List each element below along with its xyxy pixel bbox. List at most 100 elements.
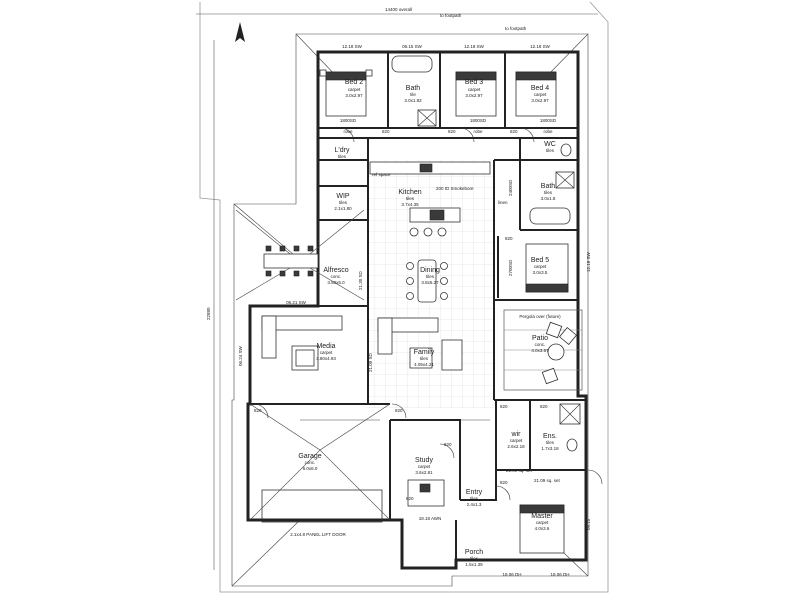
range-label: 200 ID Smokebore	[436, 186, 474, 191]
patio-name: Patio	[532, 335, 548, 342]
family-name: Family	[414, 349, 435, 356]
door-label: 820	[505, 236, 513, 241]
window-label: 06.24 SW	[238, 345, 243, 366]
footpath-note: to footpath	[505, 26, 527, 31]
family-size: 4.05x4.21	[414, 362, 434, 367]
study-chair	[419, 483, 431, 493]
window-label: 18.06 DH	[550, 572, 569, 577]
door-label: 820	[500, 480, 508, 485]
robe-label: robe	[473, 129, 483, 134]
bath-tub	[391, 55, 433, 73]
door-label: 820	[382, 129, 390, 134]
site-boundary	[199, 1, 609, 593]
pantry-door-label: 2400SD	[508, 179, 513, 196]
bed2-name: Bed 2	[345, 79, 363, 86]
robe-door-label: 1800SD	[540, 118, 557, 123]
north-arrow-icon	[235, 22, 245, 42]
room-wc: WC tiles	[544, 141, 556, 153]
cooktop-icon	[429, 209, 445, 221]
bed5-furniture	[525, 243, 569, 293]
door-swings	[253, 127, 603, 501]
room-garage: Garage conc. 6.0x6.0	[298, 453, 321, 471]
top-boundary-note: to footpath	[440, 13, 462, 18]
media-size: 3.80x4.93	[316, 356, 336, 361]
door-label: 820	[500, 404, 508, 409]
dining-size: 3.8x5.27	[421, 280, 439, 285]
bath2-shower-cross	[555, 171, 575, 189]
window-label: 12.18 SW	[342, 44, 363, 49]
bath-name: Bath	[406, 85, 421, 92]
ens-finish: tiles	[546, 440, 555, 445]
media-name: Media	[316, 343, 335, 350]
window-label: 09.15	[586, 518, 591, 530]
room-ldry: L'dry tiles	[335, 147, 350, 159]
patio-note: Pergola over (future)	[519, 314, 561, 319]
bed3-furniture	[455, 71, 497, 117]
room-entry: Entry tiles 2.4x1.3	[466, 489, 483, 507]
bed4-finish: carpet	[534, 92, 547, 97]
room-bath2: Bath tiles 3.0x1.8	[541, 183, 556, 201]
door-label: 820	[444, 442, 452, 447]
sink-icon	[419, 163, 433, 173]
overall-width-label: 14400 overall	[385, 7, 412, 12]
room-patio: Pergola over (future) Patio conc. 4.0x3.…	[519, 314, 561, 353]
alfresco-name: Alfresco	[323, 267, 348, 274]
patio-set	[541, 321, 578, 385]
bath-shower-cross	[417, 109, 437, 127]
bed2-size: 3.0x2.97	[345, 93, 363, 98]
garage-name: Garage	[298, 453, 321, 460]
master-size: 4.0x3.6	[535, 526, 550, 531]
fridge-label: ref space	[372, 172, 391, 177]
window-label: 06.21 SW	[286, 300, 307, 305]
window-label: 12.18 SW	[464, 44, 485, 49]
media-finish: carpet	[320, 350, 333, 355]
alfresco-size: 3.50x5.0	[327, 280, 345, 285]
bed5-finish: carpet	[534, 264, 547, 269]
kitchen-size: 3.7x4.35	[401, 202, 419, 207]
bed4-name: Bed 4	[531, 85, 549, 92]
room-porch: Porch tiles 1.5x1.39	[465, 549, 483, 567]
room-media: Media carpet 3.80x4.93	[316, 343, 336, 361]
bed2-furniture	[319, 69, 373, 117]
window-label: 06.15 SW	[402, 44, 423, 49]
robe-label: robe	[543, 129, 553, 134]
window-label: 12.18 SW	[530, 44, 551, 49]
window-label: 18.06 DH	[502, 572, 521, 577]
ens-size: 1.7x3.18	[541, 446, 559, 451]
room-bed4: Bed 4 carpet 3.0x2.97	[531, 85, 549, 103]
porch-finish: tiles	[470, 556, 479, 561]
entry-finish: tiles	[470, 496, 479, 501]
wc-name: WC	[544, 141, 556, 148]
porch-name: Porch	[465, 549, 483, 556]
alfresco-finish: conc.	[331, 274, 342, 279]
master-finish: carpet	[536, 520, 549, 525]
garage-door-outline	[261, 489, 383, 523]
ldry-finish: tiles	[338, 154, 347, 159]
bed5-name: Bed 5	[531, 257, 549, 264]
wc-finish: tiles	[546, 148, 555, 153]
wip-name: WIP	[336, 193, 350, 200]
door-label: 820	[448, 129, 456, 134]
ens-toilet	[566, 438, 578, 452]
door-label: 820	[406, 496, 414, 501]
room-family: Family tiles 4.05x4.21	[414, 349, 435, 367]
robe-door-label: 1800SD	[340, 118, 357, 123]
patio-size: 4.0x3.67	[531, 348, 549, 353]
room-ens: Ens. tiles 1.7x3.18	[541, 433, 559, 451]
garage-door-label: 2.1x4.8 PANEL LIFT DOOR	[290, 532, 346, 537]
bed5-size: 3.0x3.5	[533, 270, 548, 275]
bed2-finish: carpet	[348, 87, 361, 92]
room-dining: Dining tiles 3.8x5.27	[420, 267, 440, 285]
dining-name: Dining	[420, 267, 440, 274]
garage-size: 6.0x6.0	[303, 466, 318, 471]
study-name: Study	[415, 457, 433, 464]
room-bed3: Bed 3 carpet 3.0x2.97	[465, 79, 483, 98]
bath-size: 3.0x1.82	[404, 98, 422, 103]
wip-size: 2.1x1.80	[334, 206, 352, 211]
window-label: 18.18 AWN	[419, 516, 442, 521]
interior-walls	[250, 52, 586, 568]
kitchen-name: Kitchen	[398, 189, 421, 196]
room-alfresco: Alfresco conc. 3.50x5.0	[323, 267, 348, 285]
door-label: 820	[395, 408, 403, 413]
